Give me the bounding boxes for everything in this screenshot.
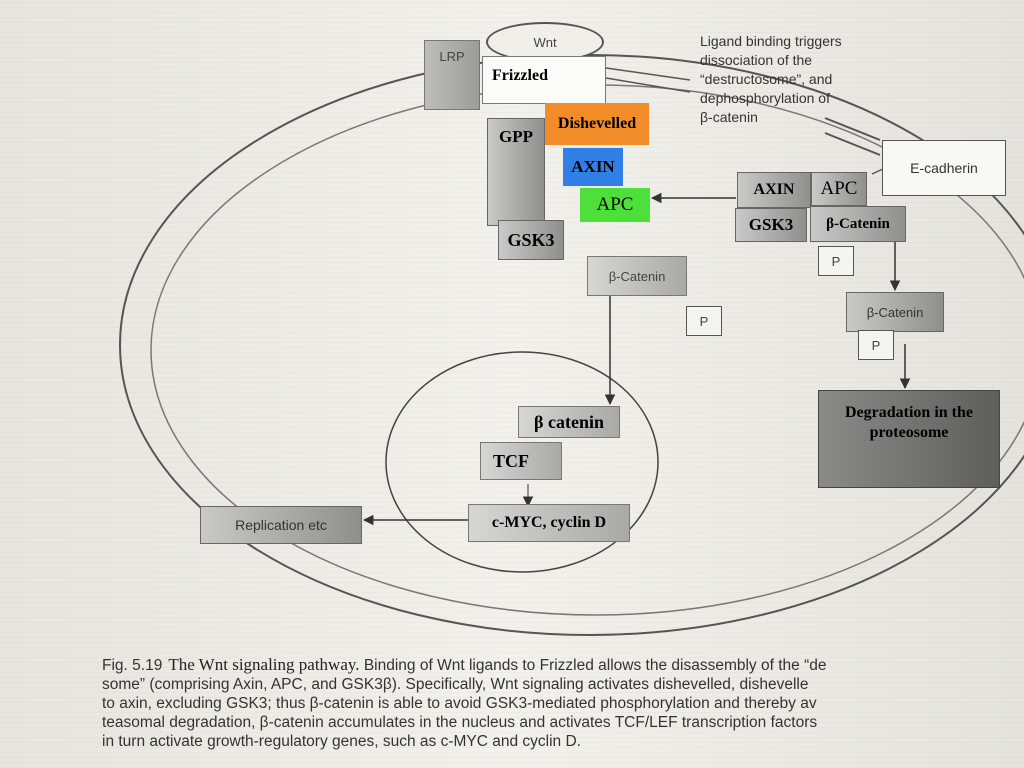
- caption-line-5: in turn activate growth-regulatory genes…: [102, 733, 581, 750]
- tcf-box: TCF: [480, 442, 562, 480]
- ecadherin-label: E-cadherin: [910, 160, 978, 176]
- degradation-label: Degradation in the proteosome: [845, 404, 973, 441]
- axin-label-active: AXIN: [571, 157, 615, 176]
- gsk3-box-destructosome: GSK3: [735, 208, 807, 242]
- caption-title: The Wnt signaling pathway.: [168, 655, 360, 674]
- beta-catenin-label-free: β-Catenin: [608, 268, 666, 284]
- targets-box: c-MYC, cyclin D: [468, 504, 630, 542]
- apc-label-destructosome: APC: [820, 178, 858, 199]
- caption-line-2: some” (comprising Axin, APC, and GSK3β).…: [102, 676, 809, 693]
- tcf-label: TCF: [493, 450, 529, 471]
- note-line-2: dissociation of the: [700, 52, 813, 68]
- gpp-label: GPP: [499, 127, 533, 146]
- note-line-3: “destructosome”, and: [700, 71, 833, 87]
- nucleus-membrane: [385, 351, 659, 573]
- replication-box: Replication etc: [200, 506, 362, 544]
- apc-box-active: APC: [580, 188, 650, 222]
- caption-line-3: to axin, excluding GSK3; thus β-catenin …: [102, 695, 817, 712]
- gpp-box: GPP: [487, 118, 545, 226]
- replication-label: Replication etc: [235, 517, 327, 533]
- figure-caption: Fig. 5.19 The Wnt signaling pathway. Bind…: [102, 655, 1024, 751]
- apc-box-destructosome: APC: [811, 172, 867, 206]
- note-line-1: Ligand binding triggers: [700, 33, 842, 49]
- beta-catenin-box-phospho: β-Catenin: [846, 292, 944, 332]
- frizzled-label: Frizzled: [492, 67, 548, 84]
- ecadherin-box: E-cadherin: [882, 140, 1006, 196]
- phosphate-box-free: P: [686, 306, 722, 336]
- phosphate-box-destructosome: P: [818, 246, 854, 276]
- wnt-label: Wnt: [533, 34, 557, 50]
- axin-label-destructosome: AXIN: [753, 181, 795, 198]
- lrp-label: LRP: [439, 49, 465, 64]
- phosphate-box-phospho: P: [858, 330, 894, 360]
- cell-membrane-outer: [119, 54, 1024, 636]
- axin-box-active: AXIN: [563, 148, 623, 186]
- caption-line-1: Fig. 5.19 The Wnt signaling pathway. Bind…: [102, 655, 1024, 675]
- frizzled-receptor: Frizzled: [482, 56, 606, 104]
- targets-label: c-MYC, cyclin D: [491, 514, 607, 531]
- caption-fig-number: Fig. 5.19: [102, 657, 163, 674]
- beta-catenin-label-nucleus: β catenin: [534, 411, 604, 432]
- dishevelled-label: Dishevelled: [557, 115, 637, 132]
- caption-line-4: teasomal degradation, β-catenin accumula…: [102, 714, 818, 731]
- beta-catenin-box-free: β-Catenin: [587, 256, 687, 296]
- axin-box-destructosome: AXIN: [737, 172, 811, 208]
- annotation-note: Ligand binding triggers dissociation of …: [700, 32, 842, 127]
- gsk3-label-active: GSK3: [507, 229, 555, 250]
- degradation-box: Degradation in the proteosome: [818, 390, 1000, 488]
- beta-catenin-box-nucleus: β catenin: [518, 406, 620, 438]
- beta-catenin-label-destructosome: β-Catenin: [826, 215, 890, 232]
- note-pointer: [824, 117, 881, 141]
- caption-text-1: Binding of Wnt ligands to Frizzled allow…: [363, 657, 827, 674]
- beta-catenin-box-destructosome: β-Catenin: [810, 206, 906, 242]
- dishevelled-box: Dishevelled: [545, 103, 649, 145]
- note-line-5: β-catenin: [700, 109, 758, 125]
- lrp-receptor: LRP: [424, 40, 480, 110]
- apc-label-active: APC: [596, 194, 634, 215]
- beta-catenin-label-phospho: β-Catenin: [866, 304, 924, 320]
- note-line-4: dephosphorylation of: [700, 90, 830, 106]
- gsk3-box-active: GSK3: [498, 220, 564, 260]
- gsk3-label-destructosome: GSK3: [748, 215, 794, 234]
